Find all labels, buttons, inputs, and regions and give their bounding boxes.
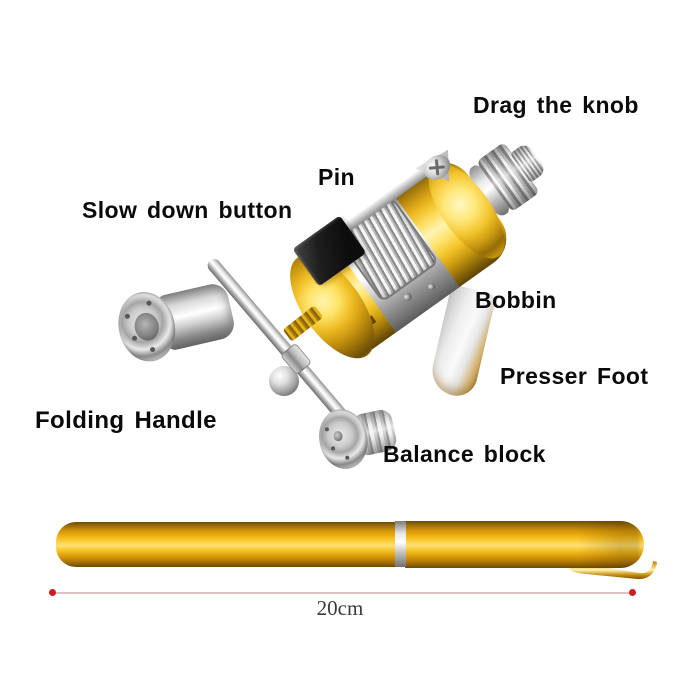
pen-center-ring	[395, 521, 406, 567]
pen-cap	[405, 521, 644, 568]
label-pin: Pin	[318, 164, 355, 190]
folding-handle-grip	[111, 273, 241, 368]
measurement-dot-left	[49, 589, 56, 596]
label-balance-block: Balance block	[383, 441, 546, 467]
label-presser-foot: Presser Foot	[500, 363, 649, 389]
label-bobbin: Bobbin	[475, 287, 557, 313]
measurement-value: 20cm	[316, 596, 364, 620]
label-drag-the-knob: Drag the knob	[473, 92, 639, 118]
label-folding-handle: Folding Handle	[35, 407, 217, 434]
measurement-dot-right	[629, 589, 636, 596]
pen-barrel	[56, 522, 405, 567]
measurement-line	[52, 592, 632, 594]
label-slow-down-button: Slow down button	[82, 197, 293, 223]
